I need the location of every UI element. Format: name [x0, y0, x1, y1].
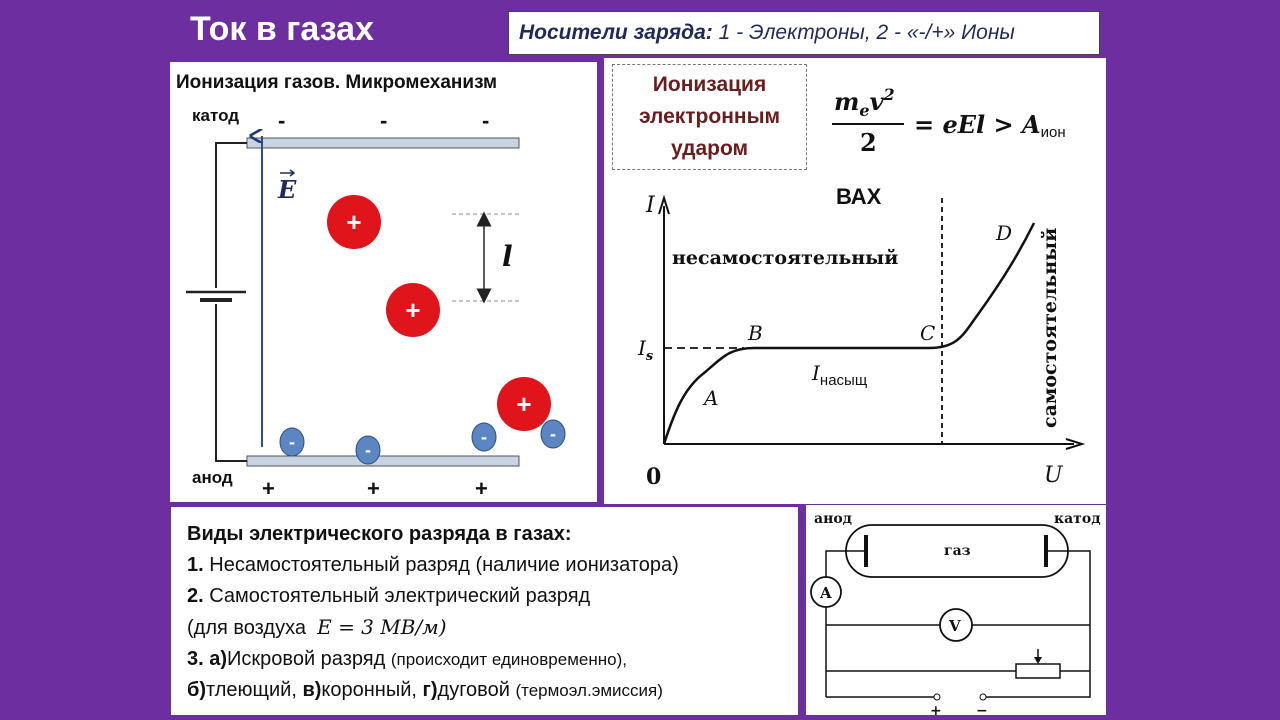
- electron: -: [540, 419, 566, 449]
- distance-label: l: [502, 240, 513, 273]
- y-axis-label: I: [645, 193, 656, 218]
- cathode-plate: [246, 137, 520, 149]
- cathode-sign: -: [482, 108, 490, 133]
- ionization-line: Ионизация: [652, 73, 767, 96]
- circuit-diagram: анод катод газ A V + −: [810, 511, 1101, 715]
- terminal-minus: [979, 693, 987, 701]
- saturation-current-inline: Iнасыщ: [811, 361, 867, 389]
- svg-text:+: +: [405, 295, 420, 325]
- svg-text:+: +: [516, 389, 531, 419]
- point-a: A: [702, 386, 718, 410]
- svg-text:-: -: [550, 424, 556, 444]
- ionization-panel: Ионизация электронным ударом mev2 2 = eE…: [604, 58, 1106, 504]
- anode-label: анод: [192, 468, 233, 487]
- svg-text:-: -: [365, 440, 371, 460]
- wire: [215, 142, 247, 288]
- arc-note: (термоэл.эмиссия): [515, 681, 663, 700]
- glow-discharge: тлеющий,: [206, 679, 297, 701]
- item-number: 1.: [187, 554, 204, 576]
- item-key: г): [422, 679, 438, 701]
- micromechanism-panel: Ионизация газов. Микромеханизм катод ано…: [170, 62, 597, 502]
- terminal-plus: [933, 693, 941, 701]
- discharge-types-text: Виды электрического разряда в газах: 1. …: [187, 519, 679, 706]
- rheostat: [1015, 663, 1061, 679]
- impact-ionization-box: Ионизация электронным ударом: [612, 64, 807, 170]
- positive-ion: +: [386, 283, 440, 337]
- spark-note: (происходит единовременно),: [390, 650, 627, 669]
- electron: -: [279, 427, 305, 457]
- spark-discharge: Искровой разряд: [227, 648, 386, 670]
- item-key: в): [302, 679, 322, 701]
- svg-text:= eEl > Aион: = eEl > Aион: [914, 110, 1066, 141]
- carriers-text: 1 - Электроны, 2 - «-/+» Ионы: [718, 21, 1015, 44]
- point-b: B: [747, 321, 763, 345]
- origin-label: 0: [646, 464, 661, 490]
- vax-graph: mev2 2 = eEl > Aион ВАХ I U 0 A B C D Is…: [637, 85, 1086, 490]
- ionization-line: ударом: [670, 137, 749, 160]
- item-key: б): [187, 679, 207, 701]
- circuit-panel: анод катод газ A V + −: [806, 505, 1106, 715]
- vax-curve: [662, 222, 1036, 445]
- anode-sign: +: [367, 476, 380, 501]
- cathode-label: катод: [1054, 511, 1101, 527]
- plus-label: +: [930, 703, 942, 715]
- micromechanism-diagram: + + + - - - - E l: [186, 62, 566, 467]
- x-axis-label: U: [1044, 463, 1064, 488]
- y-axis-arrow: [658, 194, 670, 215]
- anode-plate: [246, 455, 520, 467]
- arc-discharge: дуговой: [437, 679, 510, 701]
- saturation-current-label: Is: [637, 336, 654, 364]
- wire: [215, 304, 247, 462]
- anode-sign: +: [475, 476, 488, 501]
- svg-text:2: 2: [860, 128, 877, 157]
- voltmeter-label: V: [948, 617, 961, 635]
- cathode-sign: -: [278, 108, 286, 133]
- charge-carriers-box: Носители заряда: 1 - Электроны, 2 - «-/+…: [508, 11, 1100, 55]
- anode-sign: +: [262, 476, 275, 501]
- svg-text:+: +: [346, 207, 361, 237]
- non-self-sustained-label: несамостоятельный: [672, 247, 898, 269]
- ionization-line: электронным: [638, 105, 781, 128]
- energy-formula: mev2 2 = eEl > Aион: [832, 85, 1066, 157]
- positive-ion: +: [327, 195, 381, 249]
- minus-label: −: [976, 703, 988, 715]
- ammeter-label: A: [819, 584, 832, 602]
- page-title: Ток в газах: [190, 10, 374, 48]
- electron: -: [471, 422, 497, 452]
- item-key: а): [209, 648, 228, 670]
- item-number: 2.: [187, 585, 204, 607]
- point-d: D: [995, 221, 1012, 245]
- breakdown-field-formula: E = 3 МВ/м): [317, 615, 447, 639]
- cathode-label: катод: [192, 106, 240, 125]
- gas-label: газ: [944, 543, 971, 559]
- micromechanism-title: Ионизация газов. Микромеханизм: [176, 72, 498, 93]
- discharge-types-panel: Виды электрического разряда в газах: 1. …: [171, 507, 798, 715]
- item-number: 3.: [187, 648, 204, 670]
- x-axis-arrow: [1065, 438, 1086, 450]
- positive-ion: +: [497, 377, 551, 431]
- self-sustained-label: самостоятельный: [1039, 228, 1061, 428]
- corona-discharge: коронный,: [321, 679, 417, 701]
- cathode-sign: -: [380, 108, 388, 133]
- field-label: E: [277, 169, 297, 204]
- discharge-item-1: Несамостоятельный разряд (наличие иониза…: [209, 554, 679, 576]
- svg-text:mev2: mev2: [834, 85, 895, 120]
- discharge-item-2: Самостоятельный электрический разряд: [209, 585, 591, 607]
- svg-text:-: -: [289, 432, 295, 452]
- electron: -: [355, 435, 381, 465]
- anode-label: анод: [814, 511, 852, 527]
- svg-text:E: E: [277, 175, 297, 204]
- carriers-label: Носители заряда:: [519, 21, 713, 44]
- vax-title: ВАХ: [836, 184, 882, 209]
- point-c: C: [920, 321, 935, 345]
- air-condition: (для воздуха: [187, 617, 306, 639]
- svg-text:-: -: [481, 427, 487, 447]
- discharge-heading: Виды электрического разряда в газах:: [187, 523, 572, 545]
